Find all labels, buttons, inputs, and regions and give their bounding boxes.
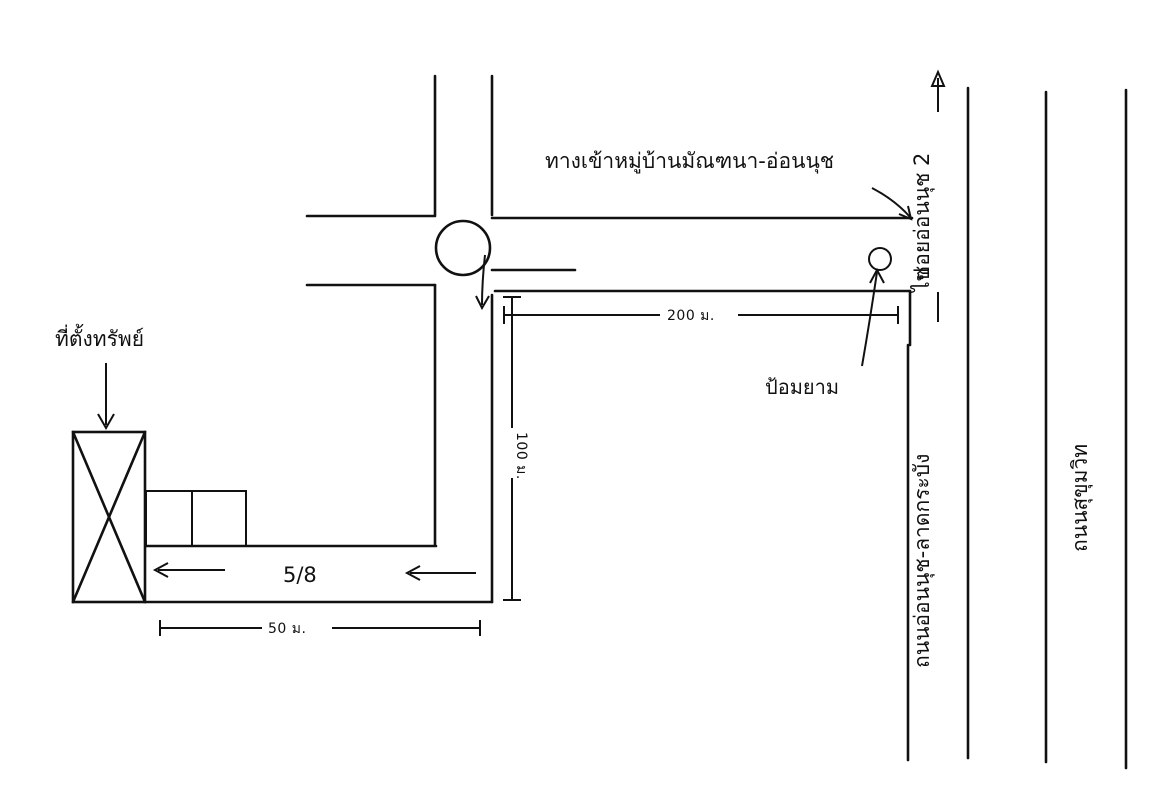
direction-arrow [481, 254, 486, 306]
road-upper-label: ซอยอ่อนนุช 2 [910, 153, 935, 280]
arrow-head [475, 295, 490, 311]
dimension-50m [159, 620, 481, 636]
police-box-label: ป้อมยาม [765, 375, 839, 399]
property-building [71, 430, 147, 604]
arrow-head [97, 413, 115, 431]
village-entrance-label: ทางเข้าหมู่บ้านมัณฑนา-อ่อนนุช [545, 149, 834, 174]
dimension-200m [503, 306, 899, 324]
north-arrow [930, 69, 946, 112]
distance-200-label: 200 ม. [667, 308, 715, 324]
entrance-pointer [871, 187, 911, 218]
arrow-head [869, 267, 885, 284]
soi-direction-arrow [404, 565, 476, 581]
road-lines [144, 74, 1128, 770]
distance-100-label: 100 ม. [513, 432, 529, 480]
road-far-label: ถนนสุขุมวิท [1068, 444, 1093, 552]
soi-direction-arrow [152, 562, 225, 578]
arrow-head [898, 205, 913, 221]
distance-50-label: 50 ม. [268, 621, 306, 637]
police-box-pointer [861, 271, 878, 367]
soi-number-label: 5/8 [283, 563, 317, 587]
neighbour-buildings [145, 490, 247, 547]
police-box-marker [868, 247, 892, 271]
property-location-label: ที่ตั้งทรัพย์ [55, 324, 144, 351]
roundabout-marker [434, 219, 492, 277]
road-main-label: ถนนอ่อนนุช-ลาดกระบัง [910, 454, 935, 668]
dimension-100m [503, 296, 521, 601]
road-upper-prefix: ไป [910, 268, 934, 294]
